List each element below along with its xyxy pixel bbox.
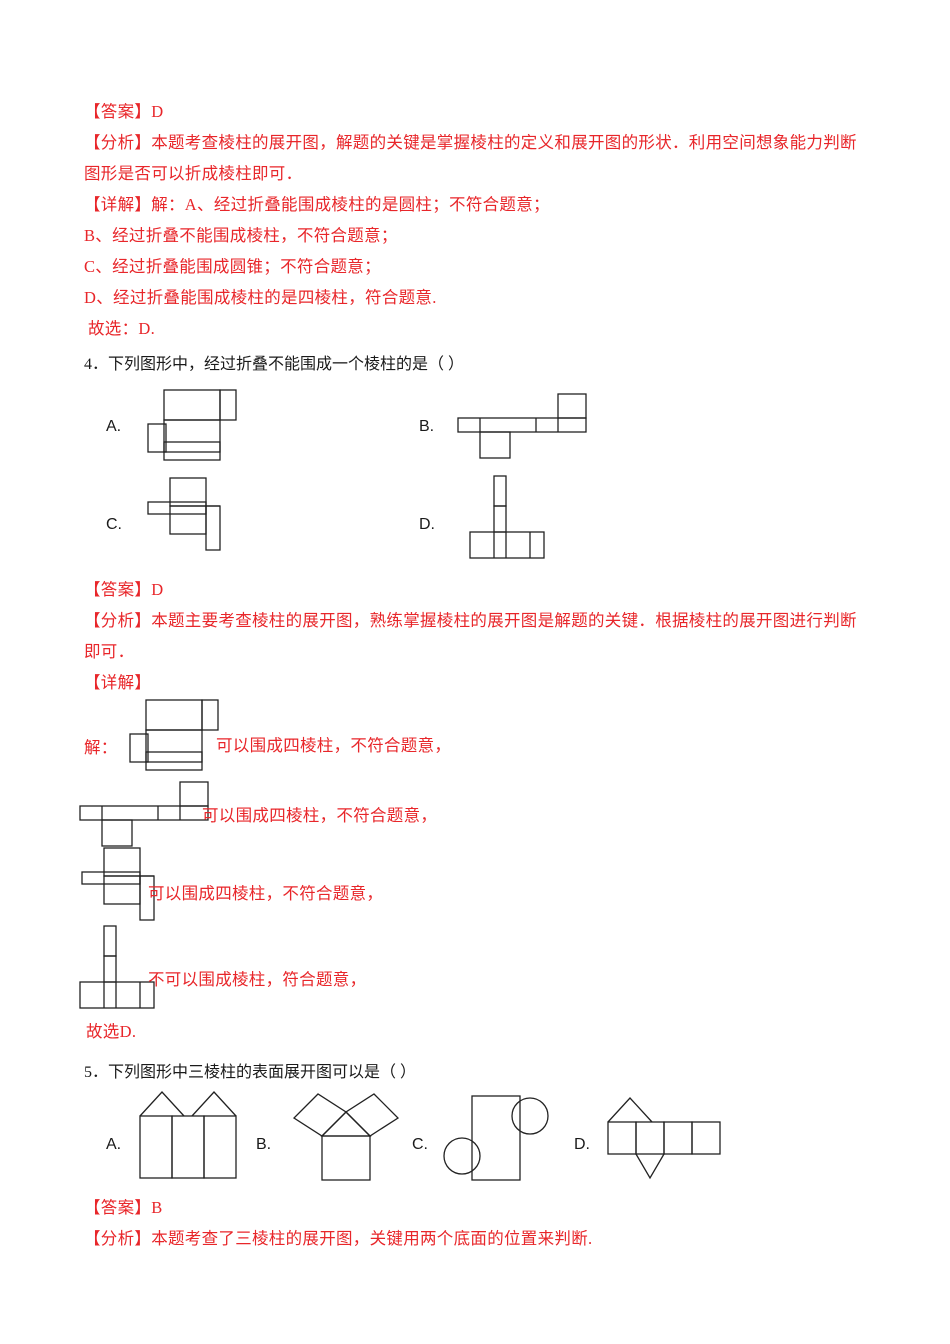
q3-detail-line-3: D、经过折叠能围成棱柱的是四棱柱，符合题意. xyxy=(84,282,874,313)
q5-analysis-text: 本题考查了三棱柱的展开图，关键用两个底面的位置来判断. xyxy=(151,1229,593,1248)
q4-detail-label-line: 【详解】 xyxy=(84,667,874,698)
q3-detail-line-1: B、经过折叠不能围成棱柱，不符合题意； xyxy=(84,220,874,251)
q4-step-1-text: 可以围成四棱柱，不符合题意， xyxy=(216,736,452,755)
question-4-option-c-figure xyxy=(142,474,272,566)
q4-step-3-text: 可以围成四棱柱，不符合题意， xyxy=(148,884,384,903)
q5-answer-line: 【答案】B xyxy=(84,1192,874,1223)
q4-answer-label: 【答案】 xyxy=(84,580,152,599)
question-5-text: 下列图形中三棱柱的表面展开图可以是（ ） xyxy=(108,1064,417,1081)
question-5-option-d-label: D. xyxy=(574,1136,590,1153)
question-4-number: 4． xyxy=(84,356,109,373)
q4-conclusion: 故选D. xyxy=(86,1022,137,1041)
q4-analysis-label: 【分析】 xyxy=(84,611,152,630)
question-5-option-a-label: A. xyxy=(106,1136,122,1153)
question-4-option-d-label: D. xyxy=(419,516,435,533)
question-4-options-row-1: A. B. xyxy=(84,384,874,468)
q3-detail-text-2: C、经过折叠能围成圆锥；不符合题意； xyxy=(84,257,381,276)
q4-step-2-figure xyxy=(76,780,236,850)
question-4-options-row-2: C. D. xyxy=(84,474,874,566)
q4-detail-label: 【详解】 xyxy=(84,673,152,692)
q4-solution-step-3: 可以围成四棱柱，不符合题意， xyxy=(81,847,874,924)
question-5-option-d-figure xyxy=(600,1090,730,1186)
q3-answer-line: 【答案】D xyxy=(84,96,874,127)
q3-detail-line-2: C、经过折叠能围成圆锥；不符合题意； xyxy=(84,251,874,282)
question-4-option-b-label: B. xyxy=(419,418,435,435)
q3-detail-text-1: B、经过折叠不能围成棱柱，不符合题意； xyxy=(84,226,398,245)
q4-answer-value: D xyxy=(151,580,164,599)
question-4-option-a-figure xyxy=(142,386,262,470)
q4-step-4-text: 不可以围成棱柱，符合题意， xyxy=(148,970,367,989)
q4-solution-step-1: 解： 可以围成四棱柱，不符合题意， xyxy=(84,698,874,786)
q3-detail-line-0: 【详解】解：A、经过折叠能围成棱柱的是圆柱；不符合题意； xyxy=(84,189,874,220)
q3-analysis-line: 【分析】本题考查棱柱的展开图，解题的关键是掌握棱柱的定义和展开图的形状．利用空间… xyxy=(84,127,870,189)
question-5-number: 5． xyxy=(84,1064,109,1081)
q5-analysis-line: 【分析】本题考查了三棱柱的展开图，关键用两个底面的位置来判断. xyxy=(84,1223,874,1254)
q4-step-4-figure xyxy=(76,924,216,1016)
q3-conclusion: 故选：D. xyxy=(88,319,156,338)
q4-answer-line: 【答案】D xyxy=(84,574,874,605)
question-4-option-d-figure xyxy=(454,474,594,566)
q4-step-3-figure xyxy=(76,846,206,926)
q5-answer-label: 【答案】 xyxy=(84,1198,152,1217)
page-content: 【答案】D 【分析】本题考查棱柱的展开图，解题的关键是掌握棱柱的定义和展开图的形… xyxy=(79,96,874,1254)
q3-answer-value: D xyxy=(151,102,164,121)
q4-step-1-figure xyxy=(124,696,244,784)
question-5-option-a-figure xyxy=(132,1090,262,1186)
question-4-stem: 4．下列图形中，经过折叠不能围成一个棱柱的是（ ） xyxy=(84,349,874,380)
q3-detail-text-0: 解：A、经过折叠能围成棱柱的是圆柱；不符合题意； xyxy=(151,195,550,214)
question-5-option-c-label: C. xyxy=(412,1136,428,1153)
q5-answer-value: B xyxy=(151,1198,163,1217)
q4-analysis-text: 本题主要考查棱柱的展开图，熟练掌握棱柱的展开图是解题的关键．根据棱柱的展开图进行… xyxy=(84,611,857,661)
question-5-options-row: A. B. xyxy=(84,1090,874,1186)
question-4-text: 下列图形中，经过折叠不能围成一个棱柱的是（ ） xyxy=(108,356,465,373)
q4-analysis-line: 【分析】本题主要考查棱柱的展开图，熟练掌握棱柱的展开图是解题的关键．根据棱柱的展… xyxy=(84,605,870,667)
q4-step-2-text: 可以围成四棱柱，不符合题意， xyxy=(202,806,438,825)
q5-analysis-label: 【分析】 xyxy=(84,1229,152,1248)
q3-detail-label: 【详解】 xyxy=(84,195,152,214)
q3-detail-text-3: D、经过折叠能围成棱柱的是四棱柱，符合题意. xyxy=(84,288,437,307)
q3-analysis-label: 【分析】 xyxy=(84,133,152,152)
q3-analysis-text: 本题考查棱柱的展开图，解题的关键是掌握棱柱的定义和展开图的形状．利用空间想象能力… xyxy=(84,133,857,183)
q3-answer-label: 【答案】 xyxy=(84,102,152,121)
q4-solution-step-4: 不可以围成棱柱，符合题意， xyxy=(79,924,874,1016)
question-4-option-a-label: A. xyxy=(106,418,122,435)
question-5-option-b-label: B. xyxy=(256,1136,272,1153)
q4-solution-step-2: 可以围成四棱柱，不符合题意， xyxy=(79,781,874,848)
question-5-option-b-figure xyxy=(284,1090,414,1186)
question-4-option-b-figure xyxy=(454,386,614,470)
question-4-option-c-label: C. xyxy=(106,516,122,533)
q4-solve-prefix: 解： xyxy=(84,738,118,757)
question-5-stem: 5．下列图形中三棱柱的表面展开图可以是（ ） xyxy=(84,1057,874,1088)
question-5-option-c-figure xyxy=(436,1090,566,1186)
